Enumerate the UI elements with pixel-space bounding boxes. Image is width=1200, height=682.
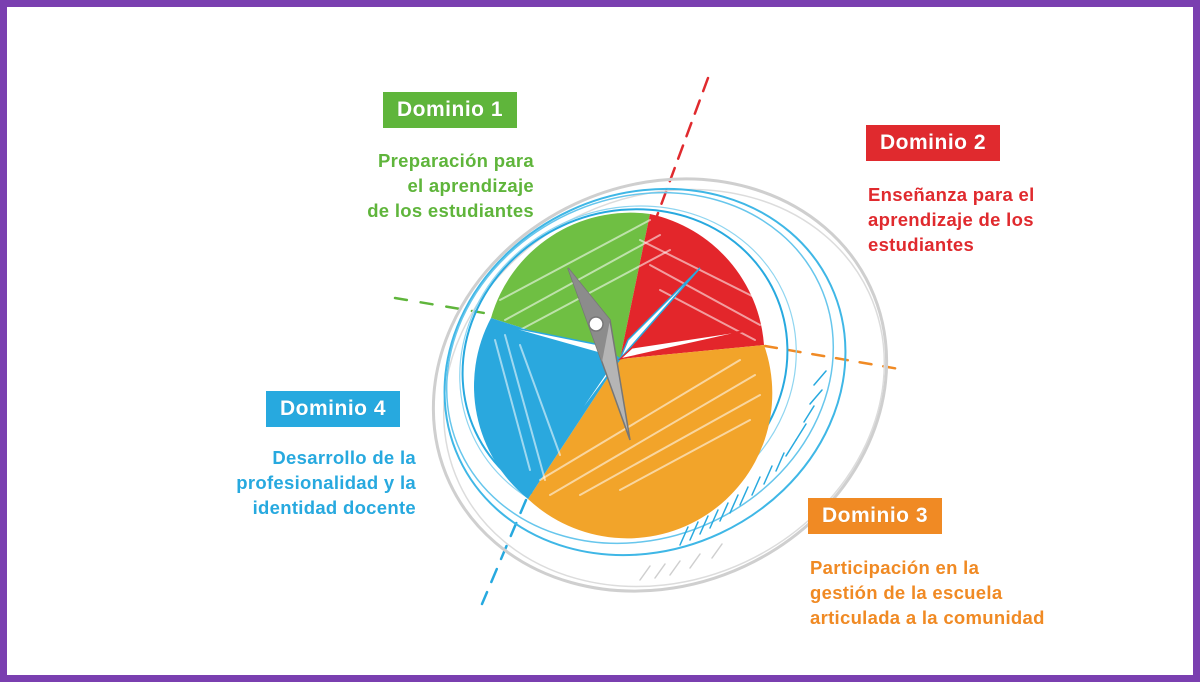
domain-3-description: Participación en la gestión de la escuel… bbox=[810, 555, 1045, 630]
domain-3-badge: Dominio 3 bbox=[808, 498, 943, 534]
axis-red bbox=[652, 76, 710, 226]
domain-4-line-1: Desarrollo de la bbox=[272, 447, 416, 468]
domain-2-description: Enseñanza para el aprendizaje de los est… bbox=[868, 182, 1035, 257]
ring-hatching bbox=[679, 370, 827, 546]
domain-1-line-1: Preparación para bbox=[378, 150, 534, 171]
domain-4-badge: Dominio 4 bbox=[266, 391, 401, 427]
domain-3-line-1: Participación en la bbox=[810, 557, 980, 578]
quadrant-red bbox=[620, 214, 764, 359]
domain-3-line-3: articulada a la comunidad bbox=[810, 607, 1045, 628]
domain-4-description: Desarrollo de la profesionalidad y la id… bbox=[236, 445, 416, 520]
domain-2-line-2: aprendizaje de los bbox=[868, 209, 1034, 230]
domain-4-line-3: identidad docente bbox=[252, 497, 416, 518]
domain-2-line-3: estudiantes bbox=[868, 234, 975, 255]
needle-dark-half bbox=[568, 268, 610, 362]
domain-1-badge: Dominio 1 bbox=[383, 92, 518, 128]
compass-star bbox=[499, 267, 751, 441]
domain-1-description: Preparación para el aprendizaje de los e… bbox=[367, 148, 534, 223]
domain-1-line-2: el aprendizaje bbox=[407, 175, 534, 196]
domain-2-line-1: Enseñanza para el bbox=[868, 184, 1035, 205]
domain-3-line-2: gestión de la escuela bbox=[810, 582, 1003, 603]
domain-1-line-3: de los estudiantes bbox=[367, 200, 534, 221]
domain-2-badge: Dominio 2 bbox=[866, 125, 1001, 161]
axis-blue bbox=[480, 498, 528, 606]
domain-4-line-2: profesionalidad y la bbox=[236, 472, 416, 493]
ring-hatching-gray bbox=[639, 543, 723, 581]
star-arm-right bbox=[617, 329, 751, 361]
star-arm-red bbox=[619, 267, 701, 360]
needle-pivot bbox=[588, 316, 604, 332]
quadrant-blue bbox=[474, 318, 620, 499]
